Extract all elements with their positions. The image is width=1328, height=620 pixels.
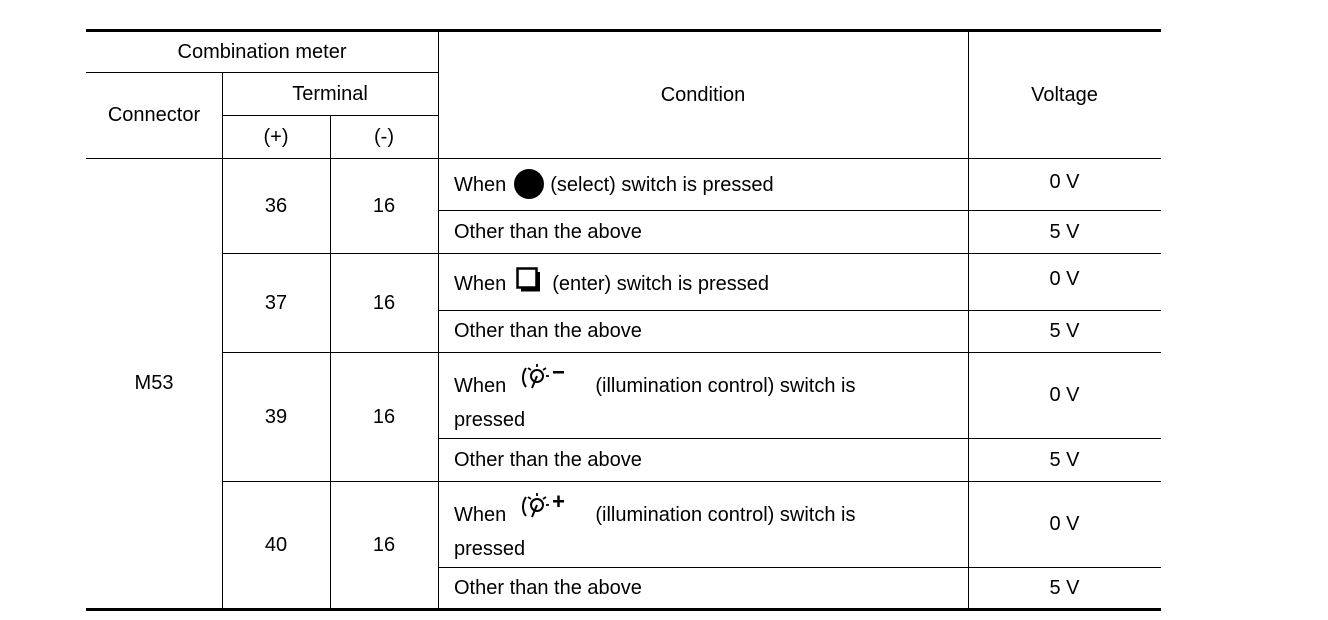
header-bottom-rule bbox=[86, 158, 1161, 159]
select-dot-icon bbox=[514, 168, 545, 199]
enter-square-icon bbox=[516, 266, 542, 293]
voltage-cell: 5 V bbox=[1049, 576, 1080, 599]
terminal-minus: 16 bbox=[372, 405, 396, 428]
condition-suffix: (illumination control) switch is bbox=[595, 374, 856, 397]
voltage-cell: 0 V bbox=[1049, 384, 1080, 406]
condition-cell: When (select) switch is pressed bbox=[438, 159, 968, 210]
condition-cell: Other than the above bbox=[454, 448, 642, 471]
row-rule bbox=[438, 567, 1161, 568]
terminal-plus-header: (+) bbox=[263, 125, 289, 148]
terminal-plus: 40 bbox=[264, 533, 288, 556]
condition-header: Condition bbox=[660, 84, 746, 106]
row-rule bbox=[438, 438, 1161, 439]
terminal-minus: 16 bbox=[372, 291, 396, 314]
condition-cell: Other than the above bbox=[454, 576, 642, 599]
terminal-minus: 16 bbox=[372, 194, 396, 217]
condition-cell: Other than the above bbox=[454, 220, 642, 243]
condition-cell: When (illumination control) switch is pr… bbox=[438, 355, 968, 438]
combination-meter-header: Combination meter bbox=[177, 41, 347, 63]
col-rule-connector bbox=[222, 72, 223, 611]
col-rule-condition bbox=[438, 29, 439, 611]
condition-cell: When (enter) switch is pressed bbox=[438, 257, 968, 310]
voltage-cell: 5 V bbox=[1049, 448, 1080, 471]
terminal-plus: 36 bbox=[264, 194, 288, 217]
header-rule-1 bbox=[86, 72, 438, 73]
condition-cell: When (illumination control) switch is pr… bbox=[438, 484, 968, 567]
group-rule bbox=[222, 481, 1161, 482]
condition-suffix: (illumination control) switch is bbox=[595, 503, 856, 526]
condition-suffix: (select) switch is pressed bbox=[550, 173, 774, 196]
terminal-plus: 37 bbox=[264, 291, 288, 314]
row-rule bbox=[438, 310, 1161, 311]
illumination-minus-icon bbox=[520, 362, 566, 399]
voltage-cell: 5 V bbox=[1049, 220, 1080, 243]
condition-prefix: When bbox=[454, 503, 507, 526]
connector-value: M53 bbox=[134, 372, 174, 394]
terminal-header: Terminal bbox=[292, 82, 368, 105]
terminal-minus: 16 bbox=[372, 533, 396, 556]
voltage-cell: 0 V bbox=[1049, 268, 1080, 290]
voltage-cell: 0 V bbox=[1049, 513, 1080, 535]
condition-prefix: When bbox=[454, 173, 507, 196]
condition-suffix-line2: pressed bbox=[454, 538, 526, 560]
condition-suffix-line2: pressed bbox=[454, 409, 526, 431]
condition-cell: Other than the above bbox=[454, 320, 642, 342]
table-bottom-rule bbox=[86, 608, 1161, 611]
voltage-cell: 5 V bbox=[1049, 320, 1080, 342]
condition-prefix: When bbox=[454, 374, 507, 397]
terminal-voltage-table: Combination meter Connector Terminal (+)… bbox=[86, 29, 1161, 612]
condition-suffix: (enter) switch is pressed bbox=[552, 272, 769, 295]
group-rule bbox=[222, 352, 1161, 353]
row-rule bbox=[438, 210, 1161, 211]
voltage-cell: 0 V bbox=[1049, 171, 1080, 193]
condition-prefix: When bbox=[454, 272, 507, 295]
illumination-plus-icon bbox=[520, 491, 566, 528]
col-rule-terminal bbox=[330, 115, 331, 611]
table-top-rule bbox=[86, 29, 1161, 32]
terminal-plus: 39 bbox=[264, 405, 288, 428]
terminal-minus-header: (-) bbox=[374, 125, 394, 148]
col-rule-voltage bbox=[968, 29, 969, 611]
connector-header: Connector bbox=[107, 104, 201, 126]
voltage-header: Voltage bbox=[1031, 84, 1098, 106]
group-rule bbox=[222, 253, 1161, 254]
